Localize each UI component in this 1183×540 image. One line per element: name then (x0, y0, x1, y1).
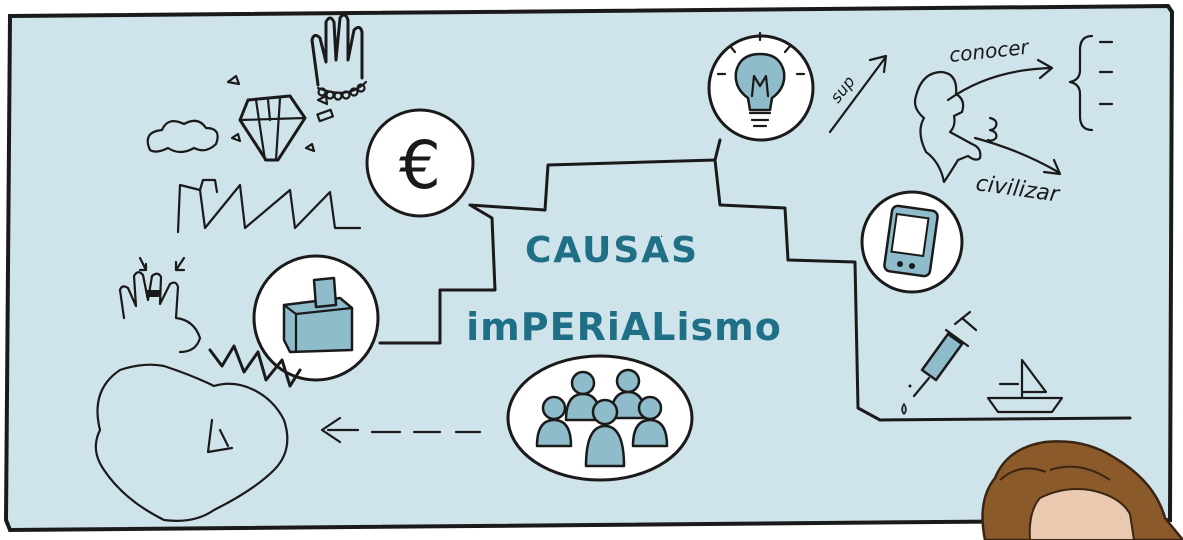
diagram-title-line-1: CAUSAS (525, 230, 699, 271)
people-crowd-icon (506, 354, 694, 482)
euro-icon: € (365, 108, 475, 218)
phone-device-icon (860, 190, 964, 294)
diagram-title-line-2: imPERiALismo (466, 305, 782, 349)
glove-icon (310, 13, 368, 123)
ringed-hand-icon (118, 256, 202, 354)
staircase-connector (378, 138, 1132, 422)
thinking-head-icon (913, 58, 1062, 184)
boat-icon (986, 358, 1064, 414)
syringe-icon (901, 310, 978, 416)
arrow-left-dashed-icon (320, 416, 482, 444)
person-presenter-icon (981, 440, 1183, 540)
factory-icon (146, 119, 362, 234)
gem-icon (226, 74, 329, 162)
globe-continent-icon (94, 344, 302, 522)
euro-symbol: € (399, 127, 441, 204)
title-dot: · (660, 232, 663, 243)
ballot-box-icon (252, 254, 380, 382)
lightbulb-icon (707, 31, 815, 142)
whiteboard-panel (3, 3, 1175, 533)
brace-list-icon (1068, 34, 1114, 132)
